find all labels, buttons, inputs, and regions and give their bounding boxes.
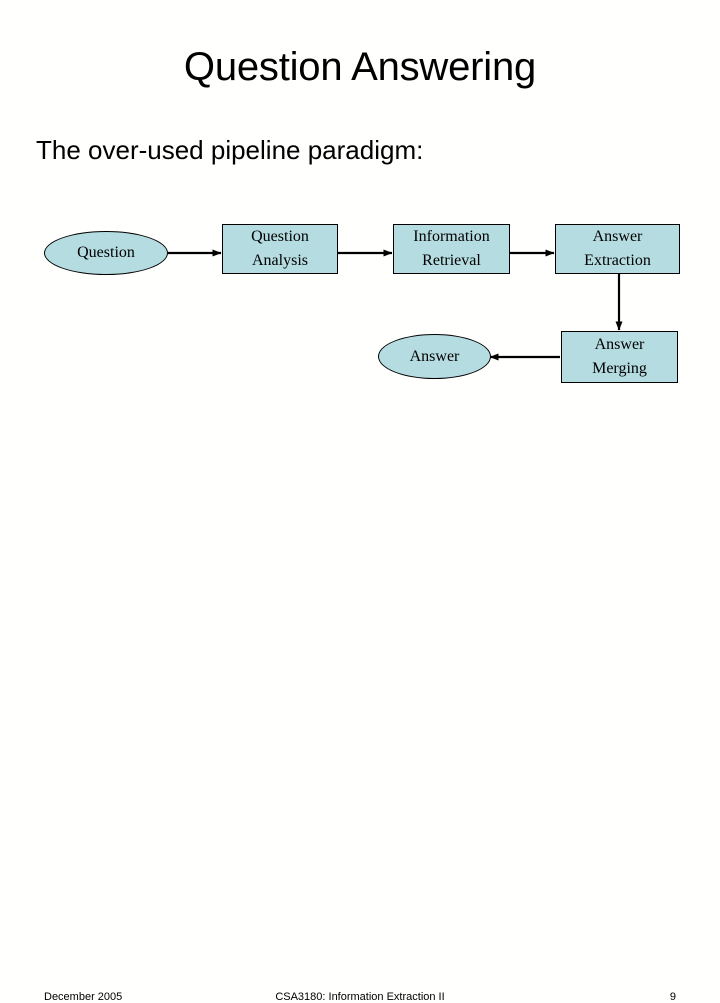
pipeline-diagram: Question Question Analysis Information R… (44, 224, 680, 383)
node-answer-extraction-label-2: Extraction (584, 252, 651, 269)
node-information-retrieval-label-2: Retrieval (422, 252, 481, 269)
node-question-analysis-label-2: Analysis (252, 252, 308, 269)
node-answer-merging-label-1: Answer (594, 336, 645, 353)
slide-footer: December 2005 CSA3180: Information Extra… (0, 494, 720, 1003)
page-title: Question Answering (183, 45, 537, 89)
node-answer-merging[interactable]: Answer Merging (561, 331, 678, 383)
node-question-label-1: Question (77, 244, 135, 261)
node-answer[interactable]: Answer (378, 334, 491, 379)
node-information-retrieval[interactable]: Information Retrieval (393, 224, 510, 274)
node-question-analysis-label-1: Question (251, 228, 309, 245)
node-question[interactable]: Question (44, 231, 168, 275)
node-answer-merging-label-2: Merging (592, 360, 647, 377)
node-answer-label-1: Answer (409, 347, 460, 365)
node-question-analysis[interactable]: Question Analysis (222, 224, 338, 274)
footer-page-number: 9 (669, 991, 676, 1003)
slide: Question Answering The over-used pipelin… (0, 45, 720, 1003)
node-answer-extraction-label-1: Answer (592, 228, 643, 245)
node-information-retrieval-label-1: Information (413, 228, 490, 245)
footer-course: CSA3180: Information Extraction II (275, 991, 445, 1003)
slide-subtitle: The over-used pipeline paradigm: (36, 135, 424, 165)
node-answer-extraction[interactable]: Answer Extraction (555, 224, 680, 274)
